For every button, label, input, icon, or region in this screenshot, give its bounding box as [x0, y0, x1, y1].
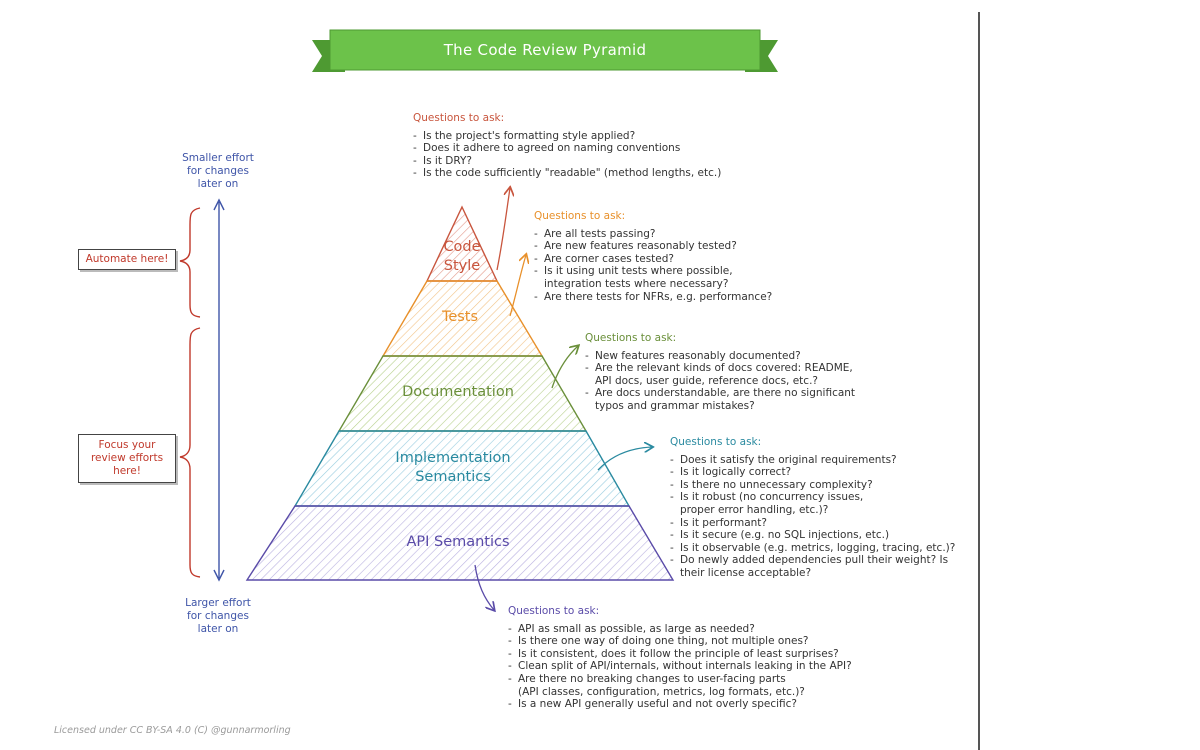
question-item: Is the code sufficiently "readable" (met…: [413, 167, 753, 180]
layer-label-code-style: Code Style: [443, 239, 481, 274]
question-item: Are docs understandable, are there no si…: [585, 387, 905, 412]
question-item: Is it performant?: [670, 517, 970, 530]
question-item: Is the project's formatting style applie…: [413, 130, 753, 143]
layer-label-documentation: Documentation: [402, 384, 514, 400]
question-item: Are new features reasonably tested?: [534, 240, 834, 253]
questions-api: Questions to ask: API as small as possib…: [508, 605, 928, 711]
focus-note: Focus your review efforts here!: [78, 434, 176, 483]
question-item: API as small as possible, as large as ne…: [508, 623, 928, 636]
question-item: Is it secure (e.g. no SQL injections, et…: [670, 529, 970, 542]
questions-tests: Questions to ask: Are all tests passing?…: [534, 210, 834, 303]
question-item: Do newly added dependencies pull their w…: [670, 554, 970, 579]
question-item: Is it robust (no concurrency issues, pro…: [670, 491, 970, 516]
questions-documentation-list: New features reasonably documented? Are …: [585, 350, 905, 413]
layer-label-api-semantics: API Semantics: [406, 534, 510, 550]
questions-implementation: Questions to ask: Does it satisfy the or…: [670, 436, 970, 580]
question-item: Is it using unit tests where possible, i…: [534, 265, 834, 290]
arrow-implementation: [597, 447, 652, 471]
questions-implementation-heading: Questions to ask:: [670, 436, 762, 448]
arrow-documentation: [551, 346, 578, 389]
question-item: Is there no unnecessary complexity?: [670, 479, 970, 492]
questions-code-style-list: Is the project's formatting style applie…: [413, 130, 753, 180]
question-item: Does it adhere to agreed on naming conve…: [413, 142, 753, 155]
questions-tests-heading: Questions to ask:: [534, 210, 626, 222]
effort-axis-arrow-down: [213, 569, 225, 582]
layer-label-implementation-semantics: Implementation Semantics: [395, 450, 511, 485]
arrow-tests: [509, 255, 526, 317]
brace-automate: [179, 207, 201, 318]
effort-axis-arrow-up: [213, 198, 225, 211]
question-item: Is it logically correct?: [670, 466, 970, 479]
questions-documentation: Questions to ask: New features reasonabl…: [585, 332, 905, 413]
arrow-api: [474, 564, 494, 610]
license-footer: Licensed under CC BY-SA 4.0 (C) @gunnarm…: [54, 725, 291, 736]
question-item: Are corner cases tested?: [534, 253, 834, 266]
questions-api-list: API as small as possible, as large as ne…: [508, 623, 928, 711]
effort-label-larger: Larger effort for changes later on: [185, 597, 251, 635]
question-item: Is a new API generally useful and not ov…: [508, 698, 928, 711]
questions-tests-list: Are all tests passing? Are new features …: [534, 228, 834, 304]
question-item: Is there one way of doing one thing, not…: [508, 635, 928, 648]
question-item: Are there tests for NFRs, e.g. performan…: [534, 291, 834, 304]
layer-label-tests: Tests: [441, 309, 479, 325]
automate-note: Automate here!: [78, 249, 176, 270]
question-item: Is it observable (e.g. metrics, logging,…: [670, 542, 970, 555]
question-item: Are all tests passing?: [534, 228, 834, 241]
questions-implementation-list: Does it satisfy the original requirement…: [670, 454, 970, 580]
questions-code-style: Questions to ask: Is the project's forma…: [413, 112, 753, 180]
question-item: Are the relevant kinds of docs covered: …: [585, 362, 905, 387]
effort-label-smaller: Smaller effort for changes later on: [182, 152, 254, 190]
question-item: Are there no breaking changes to user-fa…: [508, 673, 928, 698]
question-item: Is it consistent, does it follow the pri…: [508, 648, 928, 661]
page-edge-divider: [978, 12, 980, 750]
question-item: New features reasonably documented?: [585, 350, 905, 363]
question-item: Does it satisfy the original requirement…: [670, 454, 970, 467]
brace-focus: [179, 327, 201, 578]
questions-api-heading: Questions to ask:: [508, 605, 600, 617]
questions-documentation-heading: Questions to ask:: [585, 332, 677, 344]
pyramid-title: The Code Review Pyramid: [443, 41, 647, 59]
question-item: Is it DRY?: [413, 155, 753, 168]
questions-code-style-heading: Questions to ask:: [413, 112, 505, 124]
question-item: Clean split of API/internals, without in…: [508, 660, 928, 673]
